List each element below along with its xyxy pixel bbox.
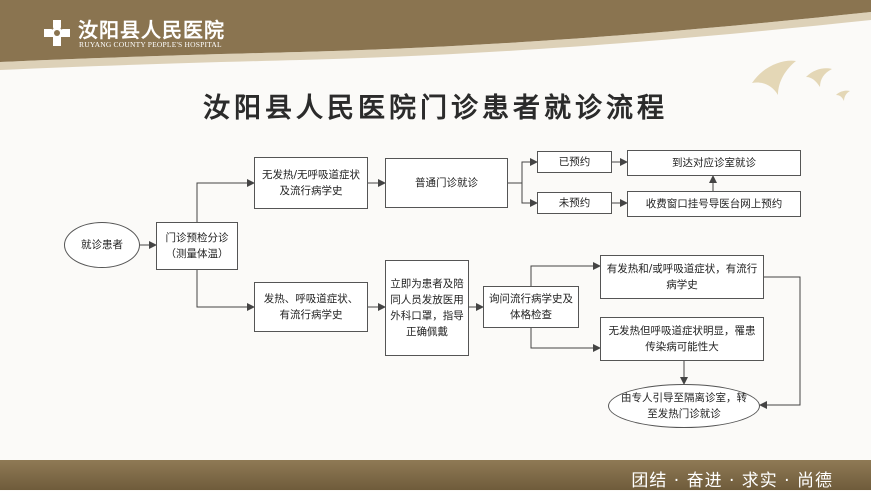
hospital-logo-icon <box>42 18 72 48</box>
flow-isolation: 由专人引导至隔离诊室，转至发热门诊就诊 <box>608 384 760 428</box>
flow-go-to-room: 到达对应诊室就诊 <box>627 150 801 176</box>
header-banner: 汝阳县人民医院 RUYANG COUNTY PEOPLE'S HOSPITAL <box>0 0 871 75</box>
node-label: 已预约 <box>558 156 591 168</box>
header-wave <box>0 0 871 70</box>
flow-reserved: 已预约 <box>537 151 612 173</box>
flow-start-patient: 就诊患者 <box>64 222 140 268</box>
node-label: 就诊患者 <box>81 239 123 251</box>
flow-fever-no-history: 无发热但呼吸道症状明显，罹患传染病可能性大 <box>600 317 764 361</box>
node-label: 普通门诊就诊 <box>415 177 478 189</box>
flow-fever-symptoms: 发热、呼吸道症状、有流行病学史 <box>254 282 368 332</box>
page-title: 汝阳县人民医院门诊患者就诊流程 <box>203 93 668 124</box>
node-label: 无发热但呼吸道症状明显，罹患传染病可能性大 <box>608 325 756 353</box>
bird-decoration-icon <box>752 60 850 101</box>
hospital-name-en: RUYANG COUNTY PEOPLE'S HOSPITAL <box>79 40 222 49</box>
node-label: 未预约 <box>558 197 591 209</box>
flow-no-fever: 无发热/无呼吸道症状及流行病学史 <box>254 157 368 209</box>
hospital-name-cn: 汝阳县人民医院 <box>78 18 225 42</box>
flow-inquiry-exam: 询问流行病学史及体格检查 <box>483 286 579 328</box>
node-label: 到达对应诊室就诊 <box>672 157 756 169</box>
node-label: 由专人引导至隔离诊室，转至发热门诊就诊 <box>621 392 747 420</box>
flow-general-clinic: 普通门诊就诊 <box>385 158 508 208</box>
flow-triage: 门诊预检分诊（测量体温） <box>156 222 238 270</box>
node-label: 发热、呼吸道症状、有流行病学史 <box>263 293 359 321</box>
node-label: 收费窗口挂号导医台网上预约 <box>645 198 783 210</box>
node-label: 有发热和/或呼吸道症状，有流行病学史 <box>606 263 758 291</box>
node-label: 询问流行病学史及体格检查 <box>489 293 573 321</box>
flow-fever-with-history: 有发热和/或呼吸道症状，有流行病学史 <box>600 255 764 299</box>
flow-register: 收费窗口挂号导医台网上预约 <box>627 191 801 217</box>
flow-issue-mask: 立即为患者及陪同人员发放医用外科口罩，指导正确佩戴 <box>385 260 469 356</box>
node-label: 门诊预检分诊（测量体温） <box>165 232 229 260</box>
node-label: 无发热/无呼吸道症状及流行病学史 <box>261 169 361 197</box>
node-label: 立即为患者及陪同人员发放医用外科口罩，指导正确佩戴 <box>390 278 464 338</box>
footer-bar <box>0 460 871 490</box>
footer-slogan: 团结 · 奋进 · 求实 · 尚德 <box>631 471 833 491</box>
flow-not-reserved: 未预约 <box>537 192 612 214</box>
